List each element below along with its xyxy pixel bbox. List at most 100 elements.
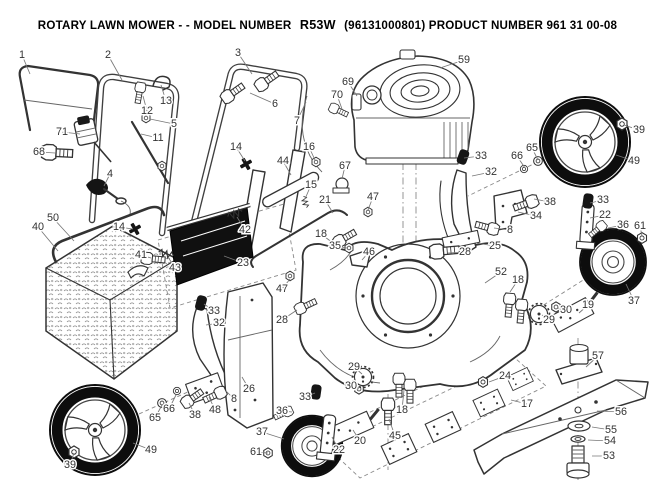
part-number-49: 49 <box>145 444 157 456</box>
part-number-39: 39 <box>64 459 76 471</box>
callout-leader-line <box>336 94 343 110</box>
title-prefix: ROTARY LAWN MOWER - - MODEL NUMBER <box>37 19 292 32</box>
part-number-70: 70 <box>331 89 343 101</box>
part-number-61: 61 <box>634 220 646 232</box>
callout-leader-line <box>596 410 622 413</box>
callout-leader-line <box>149 118 175 125</box>
part-number-71: 71 <box>56 126 68 138</box>
height-arm-22-right <box>575 203 596 251</box>
part-number-42: 42 <box>239 224 251 236</box>
wheel-brackets <box>185 169 599 462</box>
callout-leader-line <box>160 84 167 102</box>
part-number-12: 12 <box>141 105 153 117</box>
callout-leader-line <box>188 402 196 416</box>
part-number-2: 2 <box>105 49 111 61</box>
callout-leader-line <box>235 146 246 162</box>
part-number-5: 5 <box>171 118 177 130</box>
callout-leader-line <box>281 309 298 321</box>
callout-leader-line <box>261 431 285 440</box>
callout-leader-line <box>334 245 348 249</box>
callout-leader-line <box>241 376 250 390</box>
part-number-54: 54 <box>604 435 616 447</box>
fuel-cap <box>362 85 382 105</box>
part-number-3: 3 <box>235 47 241 59</box>
part-number-25: 25 <box>489 240 501 252</box>
callout-leader-line <box>142 95 148 112</box>
part-number-33: 33 <box>299 391 311 403</box>
part-number-43: 43 <box>169 262 181 274</box>
part-number-32: 32 <box>485 166 497 178</box>
nut-47a <box>363 206 373 218</box>
callout-leader-line <box>367 196 374 211</box>
nut-39b <box>68 445 80 459</box>
callout-leader-line <box>353 366 363 375</box>
clip-15 <box>300 195 310 209</box>
engine-key-69 <box>351 93 362 111</box>
blade-assembly <box>473 343 649 479</box>
callout-leader-line <box>352 429 361 442</box>
callout-leader-line <box>578 304 589 314</box>
control-cable <box>301 95 323 173</box>
part-number-39: 39 <box>633 124 645 136</box>
callout-leader-line <box>324 199 334 214</box>
callout-leader-line <box>585 355 599 368</box>
part-number-57: 57 <box>592 350 604 362</box>
washer-65a <box>533 156 543 166</box>
bolt-70 <box>327 101 350 120</box>
part-number-20: 20 <box>354 435 366 447</box>
callout-leader-line <box>591 426 612 431</box>
callout-leader-line <box>208 396 216 411</box>
callout-leader-line <box>447 251 466 254</box>
nut-24 <box>477 376 489 388</box>
blade-washer-55 <box>567 420 591 432</box>
callout-leader-line <box>475 242 496 247</box>
part-number-48: 48 <box>209 404 221 416</box>
callout-leader-line <box>140 254 152 259</box>
part-number-38: 38 <box>189 409 201 421</box>
nut-39a <box>616 117 628 131</box>
axle-bracket-19 <box>549 291 599 333</box>
part-number-37: 37 <box>256 426 268 438</box>
part-number-66: 66 <box>511 150 523 162</box>
handle-knob-4 <box>86 178 131 215</box>
part-number-61: 61 <box>250 446 262 458</box>
callout-leader-line <box>361 251 370 261</box>
mower-deck-52 <box>298 238 532 393</box>
part-number-52: 52 <box>495 266 507 278</box>
engine-primer <box>399 49 416 60</box>
callout-leader-line <box>347 81 358 97</box>
callout-leader-line <box>493 227 511 231</box>
part-number-6: 6 <box>272 98 278 110</box>
cap-33d <box>310 383 322 401</box>
part-number-66: 66 <box>163 403 175 415</box>
bolt-6a <box>218 79 248 106</box>
part-number-35: 35 <box>329 240 341 252</box>
callout-leader-line <box>484 271 502 284</box>
callout-leader-line <box>236 216 246 231</box>
callout-leader-line <box>304 184 312 200</box>
callout-leader-line <box>205 322 220 326</box>
part-number-13: 13 <box>160 95 172 107</box>
part-number-22: 22 <box>333 444 345 456</box>
callout-leader-line <box>517 211 537 217</box>
blade-adapter-57 <box>555 343 603 385</box>
part-number-65: 65 <box>526 142 538 154</box>
callout-leader-line <box>623 124 640 131</box>
handle-rod-44 <box>262 171 320 208</box>
engine <box>350 49 475 165</box>
part-number-46: 46 <box>363 246 375 258</box>
part-number-44: 44 <box>277 155 289 167</box>
callout-leader-line <box>463 155 482 159</box>
part-number-26: 26 <box>243 383 255 395</box>
blade-bolt-53 <box>566 445 590 479</box>
part-number-24: 24 <box>499 370 511 382</box>
washer-66b <box>172 386 182 396</box>
callout-leader-line <box>331 436 340 451</box>
callout-leader-line <box>103 173 111 187</box>
part-number-53: 53 <box>603 450 615 462</box>
part-number-18: 18 <box>396 404 408 416</box>
callout-leader-line <box>401 389 405 411</box>
callout-leader-line <box>589 214 606 219</box>
part-number-38: 38 <box>544 196 556 208</box>
